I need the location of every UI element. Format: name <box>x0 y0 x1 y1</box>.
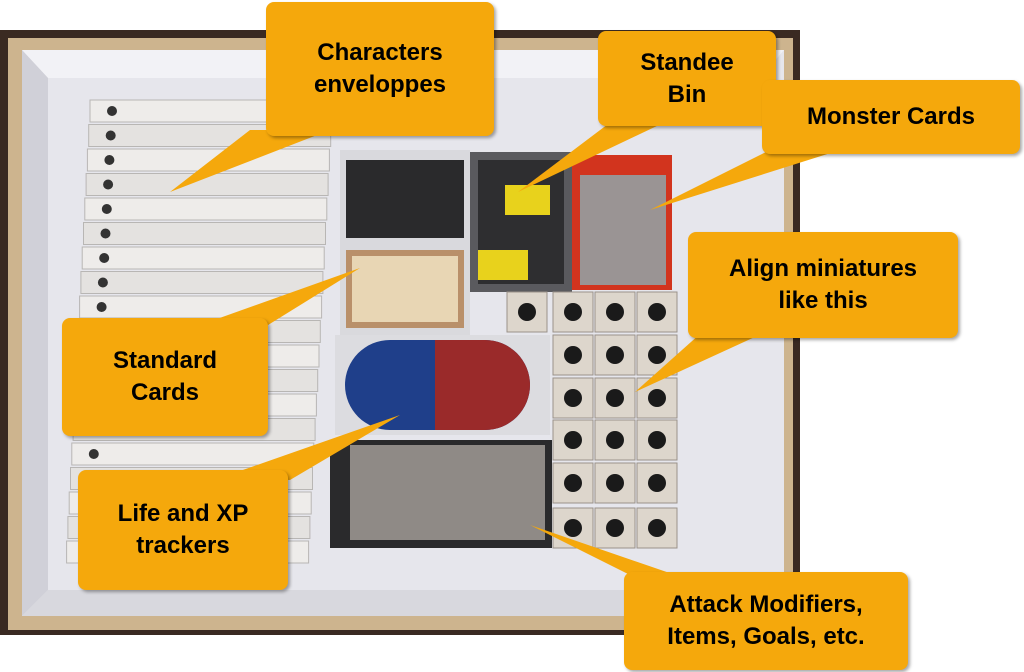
class-icon <box>100 228 111 239</box>
callout-text: Monster Cards <box>806 103 976 130</box>
callout-text: Standee <box>640 48 734 76</box>
class-icon <box>88 449 99 459</box>
callout-text: Align miniatures <box>728 255 918 282</box>
envelope <box>85 173 329 196</box>
class-symbol-icon <box>564 303 582 321</box>
class-symbol-icon <box>648 389 666 407</box>
envelope <box>81 246 325 270</box>
class-icon <box>99 253 110 263</box>
callout-text: Characters <box>317 39 443 66</box>
callout-characters-envelopes: Characters enveloppes <box>266 2 494 136</box>
class-symbol-icon <box>648 474 666 492</box>
envelope <box>83 222 326 245</box>
callout-align-miniatures: Align miniatures like this <box>688 232 958 338</box>
class-symbol-icon <box>648 303 666 321</box>
class-icon <box>107 106 117 116</box>
class-symbol-icon <box>648 519 666 537</box>
miniature-tile <box>636 462 678 504</box>
class-symbol-icon <box>606 389 624 407</box>
class-symbol-icon <box>606 303 624 321</box>
class-symbol-icon <box>564 389 582 407</box>
callout-monster-cards: Monster Cards <box>762 80 1020 154</box>
class-symbol-icon <box>564 474 582 492</box>
callout-standard-cards: Standard Cards <box>62 318 268 436</box>
class-icon <box>101 204 112 214</box>
callout-life-xp-trackers: Life and XP trackers <box>78 470 288 590</box>
class-icon <box>104 155 115 165</box>
class-symbol-icon <box>606 431 624 449</box>
envelope <box>71 442 315 466</box>
class-icon <box>97 277 108 288</box>
miniature-tile <box>506 291 548 333</box>
callout-text: Life and XP <box>117 500 249 527</box>
class-symbol-icon <box>564 346 582 364</box>
callout-text: Standard <box>112 347 217 374</box>
callout-text: Items, Goals, etc. <box>667 623 865 650</box>
callout-attack-modifiers: Attack Modifiers, Items, Goals, etc. <box>624 572 908 670</box>
callout-text: Cards <box>130 379 200 406</box>
envelope <box>84 197 328 221</box>
class-symbol-icon <box>564 431 582 449</box>
class-symbol-icon <box>648 431 666 449</box>
class-symbol-icon <box>518 303 536 321</box>
envelope <box>79 295 323 319</box>
class-symbol-icon <box>564 519 582 537</box>
envelope <box>86 148 330 172</box>
class-symbol-icon <box>606 474 624 492</box>
class-symbol-icon <box>648 346 666 364</box>
envelope <box>80 271 324 294</box>
callout-text: trackers <box>136 532 230 559</box>
class-icon <box>103 179 114 190</box>
callout-text: like this <box>778 287 868 314</box>
callout-text: Attack Modifiers, <box>669 591 863 618</box>
callout-text: enveloppes <box>313 71 447 98</box>
callout-standee-bin: Standee Bin <box>598 31 776 126</box>
class-icon <box>105 130 116 141</box>
class-symbol-icon <box>606 346 624 364</box>
class-symbol-icon <box>606 519 624 537</box>
class-icon <box>96 302 107 312</box>
callout-text: Bin <box>667 80 707 108</box>
